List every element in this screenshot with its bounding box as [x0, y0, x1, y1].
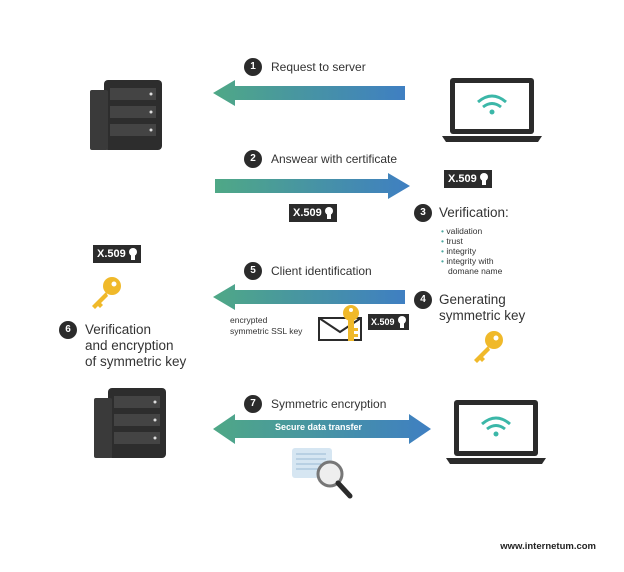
key-icon: [92, 277, 121, 309]
step-1-badge: 1: [244, 58, 262, 76]
note-line1: encrypted: [230, 315, 268, 325]
step-3-badge: 3: [414, 204, 432, 222]
step-1-label: Request to server: [271, 60, 366, 74]
step-2-label: Answear with certificate: [271, 152, 398, 166]
certificate-badge: X.509: [93, 245, 141, 263]
note-line2: symmetric SSL key: [230, 326, 303, 336]
laptop-icon: [440, 76, 544, 144]
key-icon: [343, 305, 359, 341]
secure-data-transfer-label: Secure data transfer: [275, 422, 363, 432]
verification-item: integrity with: [441, 256, 502, 266]
certificate-label: X.509: [371, 317, 395, 327]
arrow-double-7: [213, 414, 431, 444]
step-6-badge: 6: [59, 321, 77, 339]
step-5-badge: 5: [244, 262, 262, 280]
certificate-badge: X.509: [444, 170, 492, 188]
verification-item: trust: [441, 236, 502, 246]
step-6-line3: of symmetric key: [85, 354, 187, 369]
step-4-line2: symmetric key: [439, 308, 526, 323]
laptop-icon: [444, 398, 548, 466]
certificate-label: X.509: [293, 207, 322, 219]
medal-icon: [128, 248, 137, 260]
verification-list: validation trust integrity integrity wit…: [441, 226, 502, 276]
certificate-label: X.509: [97, 248, 126, 260]
step-7-badge: 7: [244, 395, 262, 413]
step-4-line1: Generating: [439, 292, 506, 307]
verification-item: integrity: [441, 246, 502, 256]
verification-item: domane name: [448, 266, 503, 276]
arrow-right-2: [215, 173, 410, 199]
arrow-left-5: [213, 284, 405, 310]
arrow-left-1: [213, 80, 405, 106]
server-icon: [90, 80, 162, 150]
medal-icon: [397, 316, 406, 328]
medal-icon: [324, 207, 333, 219]
step-3-label: Verification:: [439, 205, 509, 220]
step-6-line2: and encryption: [85, 338, 174, 353]
key-icon: [474, 331, 503, 363]
certificate-badge: X.509: [289, 204, 337, 222]
medal-icon: [479, 173, 488, 185]
certificate-badge: X.509: [368, 314, 409, 330]
magnifier-data-icon: [292, 448, 353, 499]
certificate-label: X.509: [448, 173, 477, 185]
step-2-badge: 2: [244, 150, 262, 168]
step-4-badge: 4: [414, 291, 432, 309]
server-icon: [94, 388, 166, 458]
step-6-line1: Verification: [85, 322, 152, 337]
step-7-label: Symmetric encryption: [271, 397, 387, 411]
step-5-label: Client identification: [271, 264, 372, 278]
footer-url[interactable]: www.internetum.com: [500, 541, 596, 552]
verification-item: validation: [441, 226, 502, 236]
